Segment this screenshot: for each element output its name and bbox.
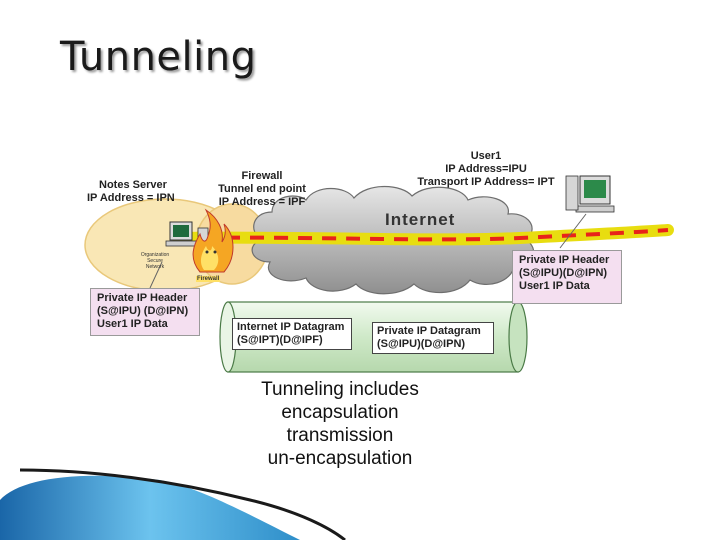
notes-server-computer-icon (165, 221, 209, 249)
summary-step-transmission: transmission (286, 425, 394, 446)
firewall-role: Tunnel end point (218, 183, 306, 195)
private-ip-datagram-box: Private IP Datagram (S@IPU)(D@IPN) (372, 322, 494, 354)
org-network-label: Organization Secure Network (138, 252, 172, 270)
summary-step-encapsulation: encapsulation (281, 402, 399, 423)
slide-title: Tunneling (60, 34, 257, 80)
right-header-data: User1 IP Data (519, 280, 590, 292)
notes-server-name: Notes Server (99, 179, 167, 191)
notes-server-label: Notes Server IP Address = IPN (87, 179, 175, 205)
private-datagram-title: Private IP Datagram (377, 325, 481, 337)
firewall-name: Firewall (241, 170, 283, 182)
private-datagram-addresses: (S@IPU)(D@IPN) (377, 338, 466, 350)
user1-transport-ip: Transport IP Address= IPT (417, 176, 555, 188)
user1-name: User1 (470, 150, 502, 162)
internet-datagram-addresses: (S@IPT)(D@IPF) (237, 334, 323, 346)
right-header-title: Private IP Header (519, 254, 610, 266)
left-header-pointer (149, 261, 163, 289)
org-network-line-3: Network (145, 264, 165, 270)
internet-datagram-title: Internet IP Datagram (237, 321, 345, 333)
org-network-line-1: Organization (140, 252, 170, 258)
org-network-line-2: Secure (147, 258, 163, 264)
summary-step-unencapsulation: un-encapsulation (267, 448, 413, 469)
user1-computer-icon (565, 175, 615, 213)
tunnel-dashed-line (177, 228, 669, 242)
bottom-accent-line (19, 468, 346, 540)
tunneling-summary: Tunneling includes encapsulation transmi… (230, 378, 450, 470)
left-header-title: Private IP Header (97, 292, 188, 304)
user1-ip: IP Address=IPU (445, 163, 527, 175)
user1-label: User1 IP Address=IPU Transport IP Addres… (404, 150, 568, 189)
internet-label: Internet (385, 210, 456, 229)
internet-ip-datagram-box: Internet IP Datagram (S@IPT)(D@IPF) (232, 318, 352, 350)
firewall-ip: IP Address = IPF (218, 196, 306, 208)
firewall-flame-icon (192, 208, 234, 273)
left-header-data: User1 IP Data (97, 318, 168, 330)
right-private-header-box: Private IP Header (S@IPU)(D@IPN) User1 I… (512, 250, 622, 304)
bottom-accent-bar (0, 475, 300, 540)
notes-server-ip: IP Address = IPN (87, 192, 175, 204)
firewall-tag: Firewall (196, 276, 221, 282)
right-header-pointer (559, 213, 587, 249)
firewall-label: Firewall Tunnel end point IP Address = I… (212, 170, 312, 209)
right-header-addresses: (S@IPU)(D@IPN) (519, 267, 608, 279)
left-private-header-box: Private IP Header (S@IPU) (D@IPN) User1 … (90, 288, 200, 336)
left-header-addresses: (S@IPU) (D@IPN) (97, 305, 189, 317)
summary-heading: Tunneling includes (261, 379, 419, 400)
